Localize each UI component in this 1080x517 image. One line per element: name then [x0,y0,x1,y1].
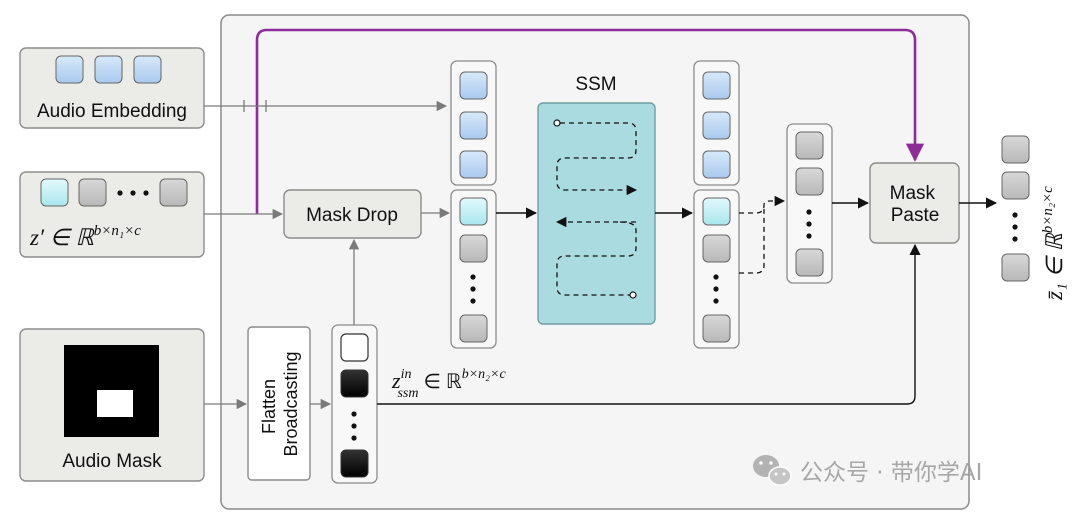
flatten-block: Flatten Broadcasting [247,326,311,481]
dashed-connector [739,195,786,214]
output-formula: z̄₁ ∈ ℝb×n₂×c [1040,186,1067,301]
mask-drop-label: Mask Drop [306,205,398,226]
dashed-connector-lower [739,208,765,274]
latent-token [78,178,107,207]
mask-drop-block: Mask Drop [283,189,422,239]
audio-embedding-label: Audio Embedding [37,101,187,122]
purple-skip-arrow [255,28,925,214]
cropped-token-stack [786,123,833,284]
ellipsis-dot [143,190,149,196]
latent-input-block: z′ ∈ ℝb×n₁×c [19,171,205,258]
embedding-token [133,55,162,84]
ssm-out-latent-stack [693,189,740,349]
audio-mask-block: Audio Mask [19,328,205,482]
flatten-label: Flatten Broadcasting [259,351,301,456]
mask-token-white [340,333,369,362]
latent-token-stack [450,189,497,349]
ssm-out-embedding-stack [693,60,740,186]
mask-paste-block: Mask Paste [869,162,960,244]
ellipsis-dot [130,190,136,196]
audio-embedding-block: Audio Embedding [19,47,205,129]
mask-token-black [340,369,369,398]
mask-to-paste-line [377,243,921,405]
wechat-icon [753,455,792,486]
embedding-token [55,55,84,84]
ssm-scan-path [556,122,638,196]
latent-token [40,178,69,207]
embedding-token-stack [450,60,497,186]
output-token-column [1001,135,1030,282]
ellipsis-dot [117,190,123,196]
ssm-block: SSM [537,74,656,325]
watermark-text: 公众号 · 带你学AI [800,460,982,486]
mask-token-black [340,449,369,478]
ssm-title: SSM [575,74,616,95]
mask-paste-label: Mask Paste [890,183,941,226]
mask-token-stack [331,324,378,484]
embedding-token [94,55,123,84]
mask-hole [97,390,133,417]
watermark: 公众号 · 带你学AI [753,455,982,486]
audio-mask-label: Audio Mask [62,451,162,472]
latent-token [159,178,188,207]
latent-formula: z′ ∈ ℝb×n₁×c [29,223,141,250]
